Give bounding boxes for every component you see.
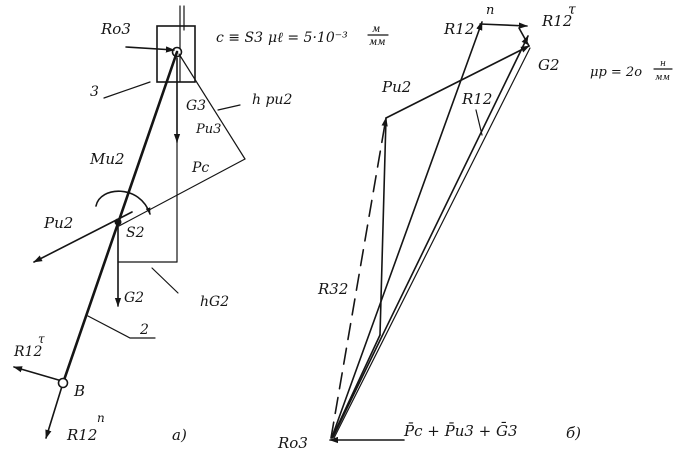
mechanism-diagram: Ro3 c ≡ S3 μℓ = 5·10⁻³ м мм 3 G3 h ри2 P…	[13, 5, 389, 444]
label-mu-p-unit-num: н	[660, 59, 666, 69]
leader-r12-right	[475, 109, 483, 136]
label-r12-right: R12	[461, 90, 492, 108]
h-ri2-foot	[118, 158, 246, 227]
label-r12t-left: R12	[13, 344, 42, 360]
r12t-polygon-vector	[479, 22, 528, 29]
label-link3: 3	[90, 84, 99, 100]
hinge-b	[57, 377, 69, 389]
label-mu-l-unit-den: мм	[369, 37, 386, 48]
leader-hri2	[217, 104, 241, 111]
label-r12t-right-sup: τ	[568, 2, 576, 18]
label-pc: Pc	[191, 160, 209, 176]
label-mi2: Mи2	[89, 150, 125, 168]
label-hg2: hG2	[200, 294, 229, 310]
label-pi2-right: Pи2	[381, 78, 411, 96]
leader-hg2	[151, 267, 179, 294]
h-ri2-arm	[178, 53, 246, 160]
point-s2	[114, 218, 122, 226]
label-pi3: Pи3	[195, 122, 221, 137]
slider-block	[156, 25, 196, 83]
label-sum: P̄c + P̄и3 + Ḡ3	[403, 422, 518, 440]
r03-vector	[125, 46, 175, 53]
caption-a: a)	[172, 426, 187, 444]
label-r03-right: Ro3	[277, 434, 308, 452]
label-r12t-left-sup: τ	[38, 332, 45, 346]
r12-closing-line	[333, 47, 531, 439]
label-g2-right: G2	[538, 56, 560, 74]
r12-resultant-vector	[332, 35, 529, 438]
label-pi2-left: Pи2	[43, 214, 73, 232]
label-link2: 2	[139, 322, 149, 338]
label-g2-left: G2	[124, 290, 144, 306]
label-r12-top: R12	[443, 20, 474, 38]
leader-link3	[103, 81, 151, 99]
label-r12n-left: R12	[66, 426, 97, 444]
label-r32: R32	[317, 280, 348, 298]
label-r12t-right: R12	[541, 12, 572, 30]
label-r03: Ro3	[100, 20, 131, 38]
label-c-s3: c ≡ S3	[216, 30, 263, 46]
label-s2: S2	[126, 225, 145, 241]
r12n-polygon-vector	[331, 21, 483, 438]
label-b: B	[73, 382, 85, 400]
pi2-polygon-vector	[385, 45, 530, 119]
mi2-moment-arc	[95, 190, 151, 215]
r12n-vector	[45, 382, 64, 439]
label-r12n-left-sup: n	[97, 411, 105, 425]
caption-b: б)	[566, 424, 581, 442]
label-mu-p: μр = 2o	[590, 65, 642, 80]
label-mu-l-unit-num: м	[372, 24, 380, 35]
force-polygon: n R12 R12 τ G2 μр = 2o н мм Pи2 R12 R32 …	[277, 2, 673, 452]
leader-link2	[87, 315, 156, 339]
r12t-vector	[13, 366, 63, 382]
label-h-ri2: h ри2	[252, 92, 292, 108]
label-mu-p-unit-den: мм	[655, 73, 670, 83]
pi2-vertical	[379, 117, 387, 336]
r32-to-r03	[331, 334, 381, 439]
r32-vector	[330, 117, 388, 439]
label-g3: G3	[186, 98, 206, 114]
label-mu-l: μℓ = 5·10⁻³	[268, 30, 348, 46]
label-n-top: n	[486, 3, 494, 18]
